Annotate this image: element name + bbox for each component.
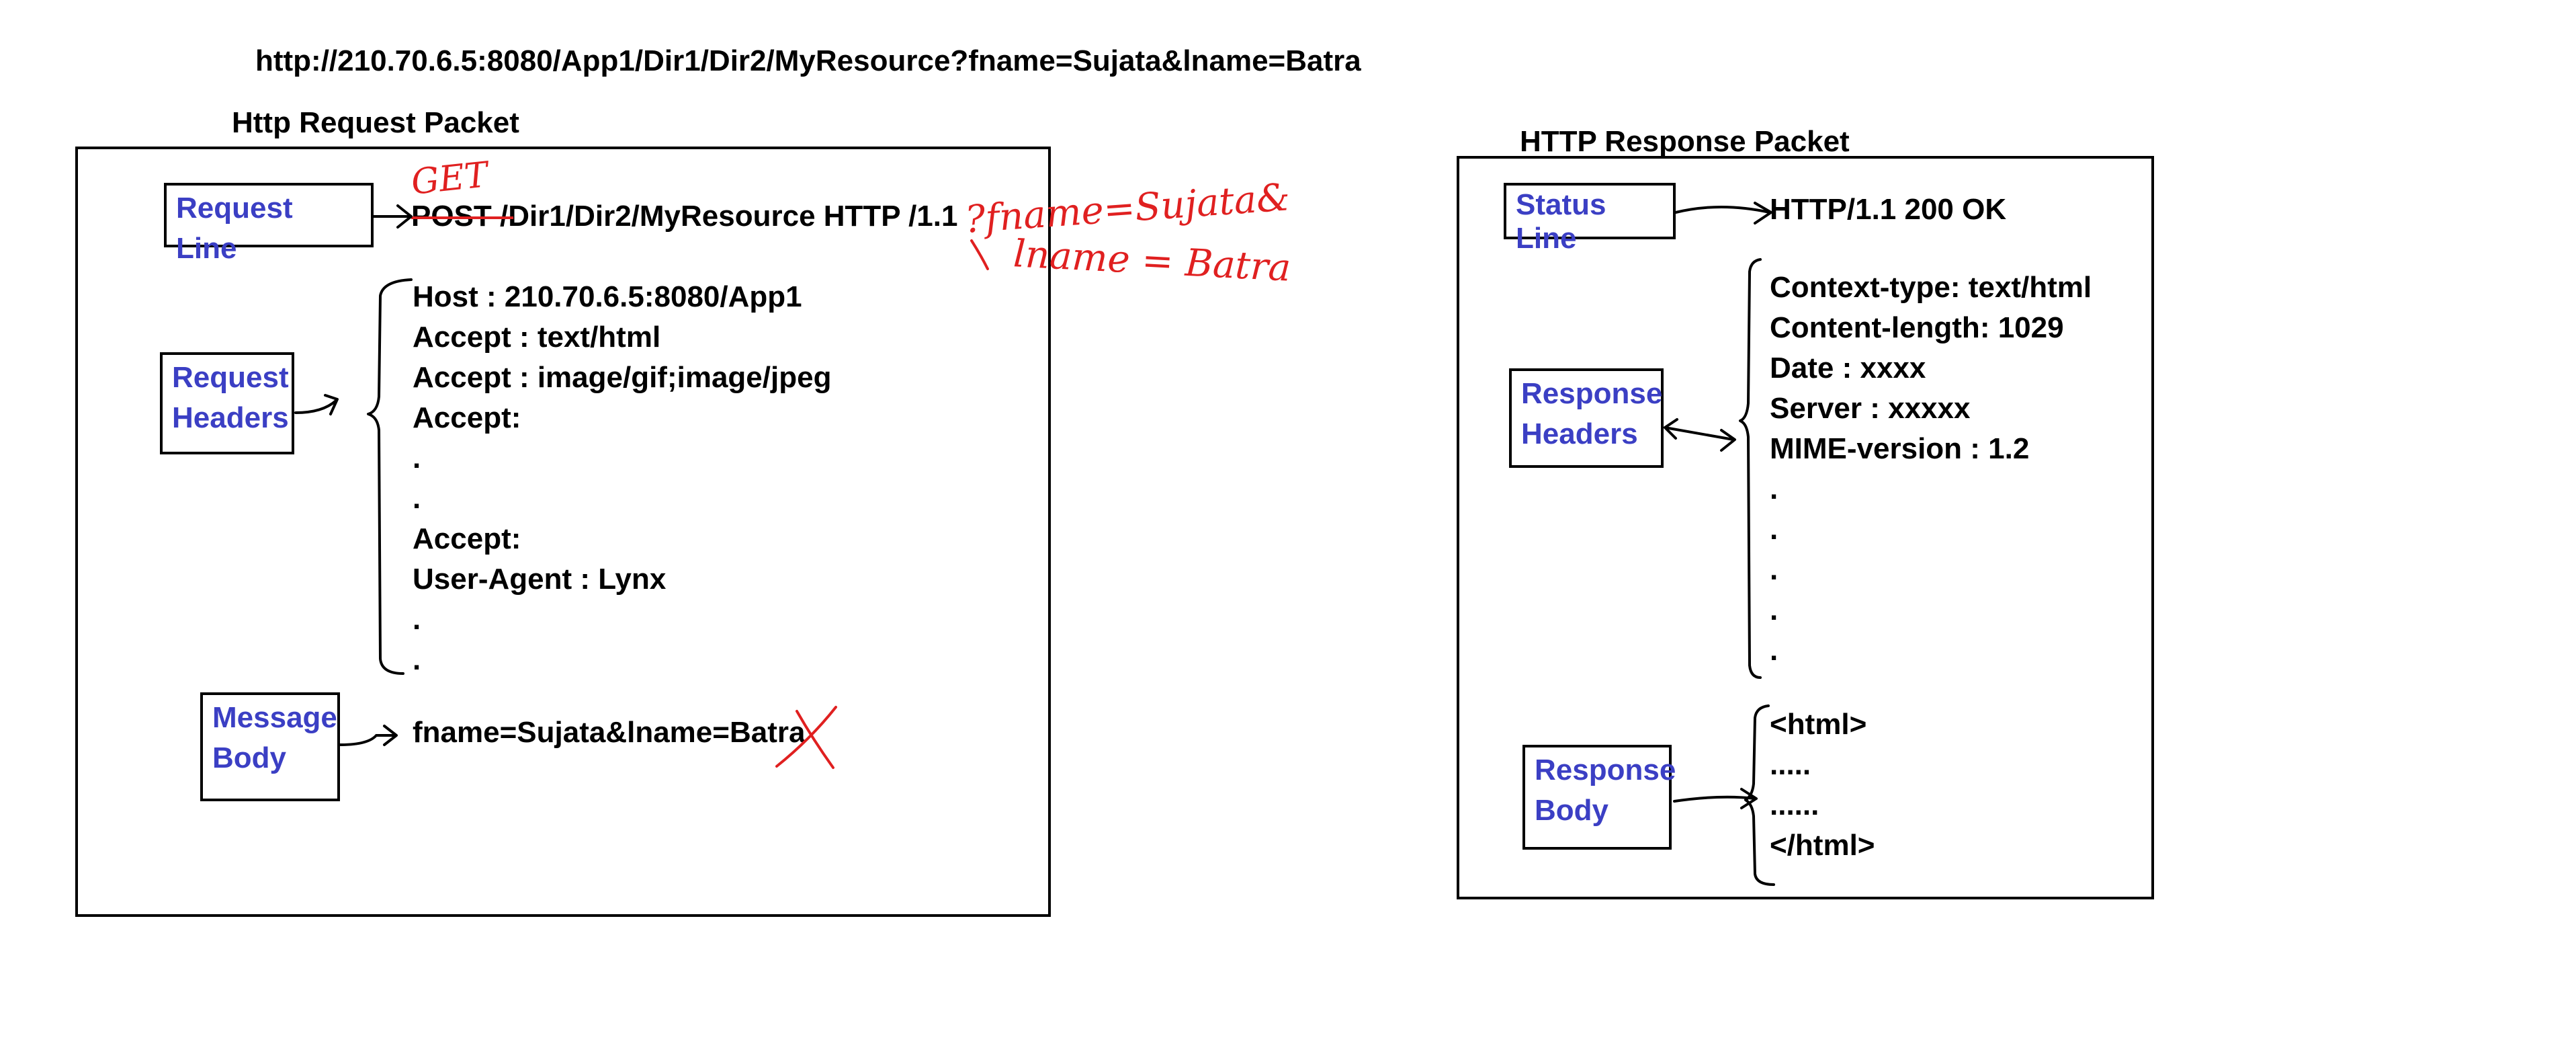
response-header-line: Date : xxxx bbox=[1770, 352, 1926, 384]
response-body-line: ...... bbox=[1770, 788, 1819, 821]
request-header-line: Accept : image/gif;image/jpeg bbox=[413, 361, 832, 394]
response-header-line: . bbox=[1770, 513, 1778, 546]
response-packet-panel bbox=[1457, 156, 2154, 899]
message-body-text: fname=Sujata&lname=Batra bbox=[413, 716, 806, 749]
status-line: HTTP/1.1 200 OK bbox=[1770, 193, 2007, 226]
request-packet-panel bbox=[75, 147, 1051, 917]
response-header-line: . bbox=[1770, 553, 1778, 586]
request-url: http://210.70.6.5:8080/App1/Dir1/Dir2/My… bbox=[255, 44, 1361, 77]
response-body-line: </html> bbox=[1770, 829, 1875, 862]
request-header-line: . bbox=[413, 482, 421, 515]
response-body-label: Response Body bbox=[1522, 745, 1676, 850]
request-headers-list: Host : 210.70.6.5:8080/App1 Accept : tex… bbox=[413, 277, 831, 680]
request-line-label: Request Line bbox=[164, 183, 374, 265]
response-header-line: MIME-version : 1.2 bbox=[1770, 432, 2030, 465]
message-body-label-line2: Body bbox=[212, 741, 286, 774]
request-header-line: Accept : text/html bbox=[413, 321, 661, 354]
request-line-label-text: Request Line bbox=[176, 192, 293, 265]
message-body-label-line1: Message bbox=[212, 701, 337, 734]
request-header-line: User-Agent : Lynx bbox=[413, 563, 667, 596]
response-headers-label-line2: Headers bbox=[1521, 417, 1638, 450]
query-annotation-line2: lname = Batra bbox=[1012, 232, 1292, 290]
response-header-line: Context-type: text/html bbox=[1770, 271, 2092, 304]
response-header-line: . bbox=[1770, 594, 1778, 626]
response-packet-title: HTTP Response Packet bbox=[1520, 125, 1850, 158]
request-header-line: . bbox=[413, 643, 421, 676]
request-header-line: . bbox=[413, 603, 421, 636]
method-correction-annotation: GET bbox=[409, 155, 490, 203]
message-body-label: Message Body bbox=[200, 692, 340, 801]
response-body-label-line2: Body bbox=[1535, 794, 1608, 827]
request-header-line: Accept: bbox=[413, 522, 521, 555]
request-headers-label-line2: Headers bbox=[172, 401, 289, 434]
request-header-line: Host : 210.70.6.5:8080/App1 bbox=[413, 280, 802, 313]
method-strike-mark bbox=[411, 216, 513, 219]
response-header-line: . bbox=[1770, 473, 1778, 505]
response-headers-label: Response Headers bbox=[1509, 368, 1664, 468]
request-line-rest: /Dir1/Dir2/MyResource HTTP /1.1 bbox=[491, 200, 958, 233]
request-header-line: . bbox=[413, 442, 421, 475]
request-headers-label-line1: Request bbox=[172, 361, 289, 394]
response-header-line: Content-length: 1029 bbox=[1770, 311, 2064, 344]
response-header-line: Server : xxxxx bbox=[1770, 392, 1971, 425]
request-headers-label: Request Headers bbox=[160, 352, 294, 454]
response-body-label-line1: Response bbox=[1535, 754, 1676, 786]
response-header-line: . bbox=[1770, 634, 1778, 667]
request-method-crossed: POST bbox=[411, 200, 492, 233]
response-body-line: <html> bbox=[1770, 708, 1867, 741]
response-body-line: ..... bbox=[1770, 748, 1811, 781]
status-line-label-text: Status Line bbox=[1516, 188, 1606, 255]
response-body-list: <html> ..... ...... </html> bbox=[1770, 704, 1875, 866]
status-line-label: Status Line bbox=[1504, 183, 1676, 255]
response-headers-list: Context-type: text/html Content-length: … bbox=[1770, 268, 2092, 671]
request-packet-title: Http Request Packet bbox=[232, 106, 519, 139]
response-headers-label-line1: Response bbox=[1521, 377, 1663, 410]
request-line: POST /Dir1/Dir2/MyResource HTTP /1.1 bbox=[411, 196, 957, 237]
request-header-line: Accept: bbox=[413, 401, 521, 434]
